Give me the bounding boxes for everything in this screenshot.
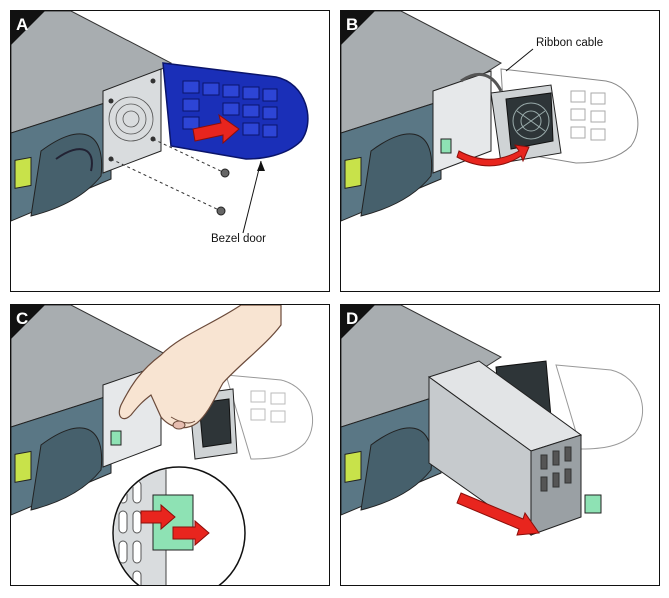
step-badge-b: B	[341, 11, 375, 45]
ribbon-cable-callout: Ribbon cable	[536, 37, 604, 49]
step-badge-a: A	[11, 11, 45, 45]
bezel-door-callout: Bezel door	[211, 233, 266, 245]
step-panel-c: C	[10, 304, 330, 586]
step-panel-b: B Ribbon cable	[340, 10, 660, 292]
illustration-b	[341, 11, 639, 222]
illustration-d	[341, 305, 644, 536]
step-badge-c: C	[11, 305, 45, 339]
illustration-a	[11, 11, 309, 234]
step-panel-d: D	[340, 304, 660, 586]
illustration-c	[11, 305, 314, 585]
step-panel-a: A Bezel door	[10, 10, 330, 292]
step-badge-d: D	[341, 305, 375, 339]
